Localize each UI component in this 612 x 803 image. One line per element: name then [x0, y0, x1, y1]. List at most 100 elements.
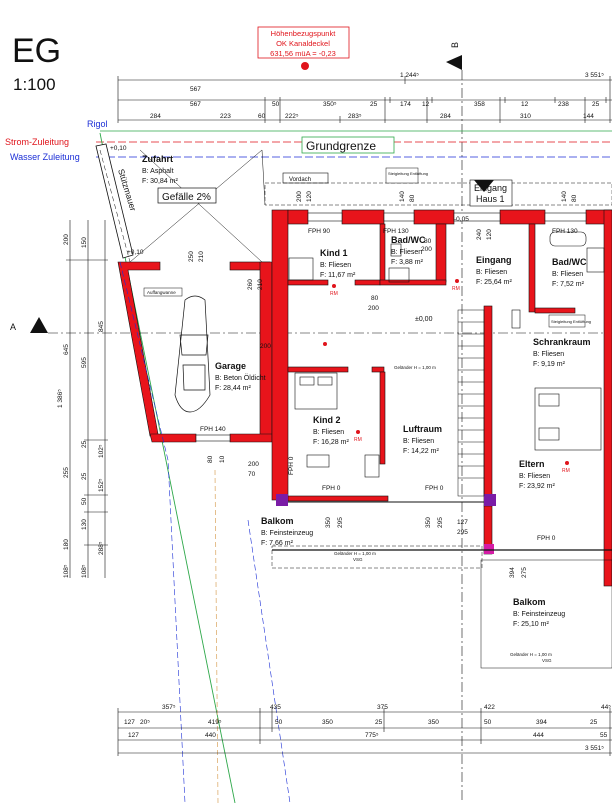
dim-left-152: 152⁵ [98, 478, 105, 492]
dim-top-144: 144 [583, 113, 594, 120]
car-icon [174, 295, 211, 413]
window-eltern: FPH 0 [537, 535, 556, 542]
dim-left-50: 50 [81, 497, 88, 505]
garage-area: F: 28,44 m² [215, 385, 251, 392]
riser-label-1: Steigleitung Entlüftung [388, 171, 428, 176]
window-bad2: FPH 130 [552, 228, 578, 235]
kind2-floor: B: Fliesen [313, 429, 344, 436]
dim-top-25b: 25 [592, 101, 600, 108]
garage-floor: B: Beton Öldicht [215, 374, 266, 382]
garage-name: Garage [215, 361, 246, 371]
dim-left-150: 150 [81, 237, 88, 248]
smoke-detectors [323, 279, 569, 465]
schrank-area: F: 9,19 m² [533, 361, 566, 368]
dim-left-1386: 1 386⁵ [57, 389, 64, 408]
kind1-name: Kind 1 [320, 248, 348, 258]
zufahrt-name: Zufahrt [142, 154, 173, 164]
dim-bot-444: 444 [533, 732, 544, 739]
dim-left-108a: 108⁵ [63, 564, 70, 578]
section-b-label: B [450, 42, 460, 48]
dim-door-120b: 120 [486, 229, 493, 240]
bad1-name: Bad/WC [391, 235, 426, 245]
dim-balkon-295b: 295 [437, 517, 444, 528]
dim-top-25: 25 [370, 101, 378, 108]
reference-line2: OK Kanaldeckel [276, 39, 330, 48]
dim-bot-375: 375 [377, 704, 388, 711]
dim-left-102: 102⁵ [98, 444, 105, 458]
bottom-dimensions [117, 708, 612, 756]
rm-eltern: RM [562, 468, 570, 474]
dim-garage-70: 10 [219, 455, 226, 463]
eingang-area: F: 25,64 m² [476, 279, 512, 286]
dim-garage-205: 200 [248, 461, 259, 468]
reference-line1: Höhenbezugspunkt [271, 29, 337, 38]
entrance-label-box [469, 179, 513, 207]
entrance-arrow [474, 180, 494, 192]
window-kind2-side: FPH 0 [288, 456, 295, 475]
dim-bad1-200: 200 [421, 246, 432, 253]
dim-bot-350a: 350 [322, 719, 333, 726]
dim-bot-435: 435 [270, 704, 281, 711]
collection-pan-box [143, 287, 183, 297]
dim-bot-350b: 350 [428, 719, 439, 726]
luftraum-name: Luftraum [403, 424, 442, 434]
dim-kind1-200: 200 [368, 305, 379, 312]
section-a-label: A [10, 322, 16, 332]
label-rigol: Rigol [87, 119, 108, 129]
dim-left-200: 200 [63, 234, 70, 245]
dim-bot-3551: 3 551⁵ [585, 745, 604, 752]
zufahrt-area: F: 30,84 m² [142, 178, 178, 185]
entrance-label-l2: Haus 1 [476, 194, 505, 204]
railing-label-3: Geländer H = 1,00 m [510, 652, 552, 657]
dim-top-174: 174 [400, 101, 411, 108]
dim-bot-25b: 25 [590, 719, 598, 726]
window-kind2: FPH 0 [322, 485, 341, 492]
reference-line3: 631,56 müA = -0,23 [270, 49, 336, 58]
dim-bot-357: 357⁵ [162, 704, 176, 711]
kind1-floor: B: Fliesen [320, 262, 351, 269]
dim-top-50: 50 [272, 101, 280, 108]
kind2-area: F: 16,28 m² [313, 439, 349, 446]
dim-top-567b: 567 [190, 101, 201, 108]
dim-garage-210b: 210 [257, 279, 264, 290]
kind2-name: Kind 2 [313, 415, 341, 425]
dim-left-288: 288⁵ [98, 541, 105, 555]
dim-kind1-80: 80 [371, 295, 379, 302]
dim-garage-door-200: 200 [260, 343, 271, 350]
riser-box-2 [548, 314, 586, 328]
entrance-label-l1: Eingang [474, 183, 507, 193]
dim-bot-127b: 127 [128, 732, 139, 739]
dim-left-25a: 25 [81, 440, 88, 448]
staircase [457, 309, 485, 497]
dim-garage-295: 70 [248, 471, 256, 478]
balkon1-area: F: 7,66 m² [261, 540, 294, 547]
railing-label-2: Geländer H = 1,00 m [334, 551, 376, 556]
main-walls [271, 209, 612, 587]
window-kind1: FPH 90 [308, 228, 330, 235]
dim-bot-55: 55 [600, 732, 608, 739]
boundary-label-box [301, 136, 395, 154]
top-dimensions [117, 76, 612, 123]
dim-top-12a: 12 [422, 101, 430, 108]
dim-top-238: 238 [558, 101, 569, 108]
eingang-floor: B: Fliesen [476, 269, 507, 276]
dim-left-130: 130 [81, 519, 88, 530]
slope-box [157, 187, 217, 204]
bad2-floor: B: Fliesen [552, 271, 583, 278]
dim-balkon-350a: 350 [325, 517, 332, 528]
dim-top-1244: 1 244⁵ [400, 72, 419, 79]
bad2-name: Bad/WC [552, 257, 587, 267]
zufahrt-floor: B: Asphalt [142, 168, 174, 175]
dim-garage-250: 250 [188, 251, 195, 262]
riser-label-2: Steigleitung Entlüftung [551, 319, 591, 324]
reference-box [257, 26, 350, 59]
dim-balkon-295a: 295 [337, 517, 344, 528]
dim-door-80a: 80 [409, 194, 416, 202]
dim-bot-127a: 127 [124, 719, 135, 726]
dim-left-645: 645 [63, 344, 70, 355]
dim-top-358: 358 [474, 101, 485, 108]
columns [276, 494, 496, 554]
label-strom: Strom-Zuleitung [5, 137, 69, 147]
dim-left-180: 180 [63, 539, 70, 550]
level-zero: ±0,00 [415, 316, 433, 323]
